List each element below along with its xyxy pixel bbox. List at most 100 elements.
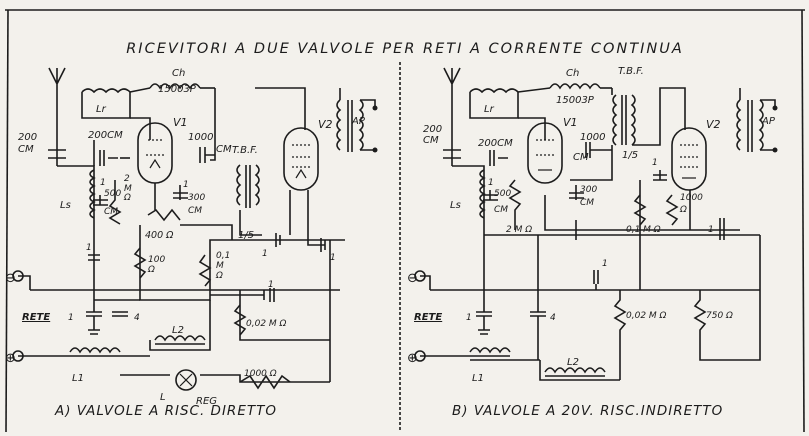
r-label-ls: Ls	[450, 200, 461, 211]
label-tbf: T.B.F.	[232, 145, 258, 156]
left-choke-l2	[154, 335, 206, 345]
label-100: 100	[148, 255, 165, 265]
right-passives	[476, 142, 725, 360]
r-label-200-cm: CM	[423, 135, 439, 146]
r-label-1000: 1000	[580, 132, 605, 143]
right-transformer-ap	[736, 99, 778, 153]
r-label-c1a: 1	[488, 178, 494, 188]
left-coil-ls	[89, 169, 96, 219]
label-2-ohm: Ω	[123, 193, 131, 203]
r-label-ratio: 1/5	[622, 150, 638, 161]
r-label-l1: L1	[472, 373, 484, 384]
left-labels: Ch 15003P Lr V1 V2 AP 200 CM 200CM 1000 …	[5, 68, 366, 419]
r-label-cm: CM	[573, 152, 589, 163]
label-v1: V1	[173, 116, 188, 129]
label-200: 200	[18, 132, 37, 143]
r-label-300: 300	[580, 185, 597, 195]
label-300-cm: CM	[188, 206, 202, 216]
right-antenna-symbol	[443, 67, 461, 148]
right-coil-l1	[469, 347, 511, 357]
label-c4: 4	[134, 313, 140, 323]
r-label-lr: Lr	[484, 104, 495, 115]
label-ap: AP	[351, 116, 366, 127]
r-label-002: 0,02 M Ω	[626, 311, 667, 321]
label-l2: L2	[172, 325, 184, 336]
r-label-l2: L2	[567, 357, 579, 368]
left-caption: A) VALVOLE A RISC. DIRETTO	[54, 403, 277, 419]
label-1000-ohm: 1000 Ω	[244, 369, 277, 379]
label-01: 0,1	[216, 251, 230, 261]
label-c1-b: 1	[183, 180, 189, 190]
label-500: 500	[104, 189, 121, 199]
label-200-cm: CM	[18, 144, 34, 155]
label-200cm: 200CM	[88, 130, 123, 141]
r-label-200cm: 200CM	[478, 138, 513, 149]
label-1000: 1000	[188, 132, 213, 143]
r-label-c4: 4	[550, 313, 556, 323]
left-transformer-tbf	[236, 164, 260, 208]
right-labels: Ch 15003P T.B.F. Lr V1 V2 AP 200 CM 200C…	[407, 66, 776, 419]
label-002: 0,02 M Ω	[246, 319, 287, 329]
label-c1-rete: 1	[68, 313, 74, 323]
right-coil-lr	[469, 88, 519, 119]
r-label-plus: ⊕	[407, 351, 418, 366]
left-wiring	[30, 87, 345, 383]
label-c-1b: 1	[330, 253, 336, 263]
r-label-c1-rete: 1	[466, 313, 472, 323]
r-label-2m: 2 M Ω	[506, 225, 532, 235]
diagram-title: RICEVITORI A DUE VALVOLE PER RETI A CORR…	[126, 41, 684, 57]
label-c1: 1	[100, 178, 106, 188]
right-coil-ls	[479, 169, 486, 219]
label-c-1c: 1	[268, 280, 274, 290]
r-label-v2: V2	[706, 118, 721, 131]
r-label-c-mid: 1	[602, 259, 608, 269]
label-300: 300	[188, 193, 205, 203]
label-01-ohm: Ω	[215, 271, 223, 281]
label-reg: REG	[196, 396, 217, 407]
label-plus: ⊕	[5, 351, 16, 366]
left-transformer-ap	[336, 99, 378, 153]
label-cm: CM	[216, 144, 232, 155]
label-500-cm: CM	[104, 207, 118, 217]
r-label-ch: Ch	[566, 68, 579, 79]
left-antenna-symbol	[48, 67, 66, 148]
r-label-rete: RETE	[414, 312, 442, 323]
label-v2: V2	[318, 118, 333, 131]
label-rete: RETE	[22, 312, 50, 323]
left-coil-l1	[69, 347, 121, 357]
right-wiring	[430, 87, 761, 381]
r-label-v1: V1	[563, 116, 578, 129]
label-ch: Ch	[172, 68, 185, 79]
label-ch-value: 15003P	[158, 84, 197, 95]
label-ratio: 1/5	[238, 230, 254, 241]
right-choke-ch	[517, 83, 612, 93]
r-label-ch-value: 15003P	[556, 95, 595, 106]
label-lr: Lr	[96, 104, 107, 115]
label-2-m: M	[124, 184, 132, 194]
r-label-01m: 0,1 M Ω	[626, 225, 661, 235]
r-label-500-cm: CM	[494, 205, 508, 215]
r-label-750: 750 Ω	[706, 311, 733, 321]
r-label-500: 500	[494, 189, 511, 199]
page-border	[5, 9, 805, 433]
label-lamp-l: L	[160, 392, 166, 403]
right-schematic	[414, 67, 778, 381]
right-tube-v2	[671, 127, 707, 191]
r-label-300-cm: CM	[580, 198, 594, 208]
label-01-m: M	[216, 261, 224, 271]
left-schematic	[12, 67, 378, 391]
r-label-1000-ohm: 1000	[680, 193, 703, 203]
r-label-tbf: T.B.F.	[618, 66, 644, 77]
r-label-minus: ⊖	[407, 271, 418, 286]
left-choke-ch	[129, 83, 215, 93]
right-choke-l2	[544, 367, 606, 377]
label-c-1d: 1	[86, 243, 92, 253]
label-c-1a: 1	[262, 249, 268, 259]
label-2: 2	[124, 174, 130, 184]
label-minus: ⊖	[5, 271, 16, 286]
r-label-c1b: 1	[652, 158, 658, 168]
right-transformer-tbf	[612, 94, 636, 146]
r-label-200: 200	[423, 124, 442, 135]
